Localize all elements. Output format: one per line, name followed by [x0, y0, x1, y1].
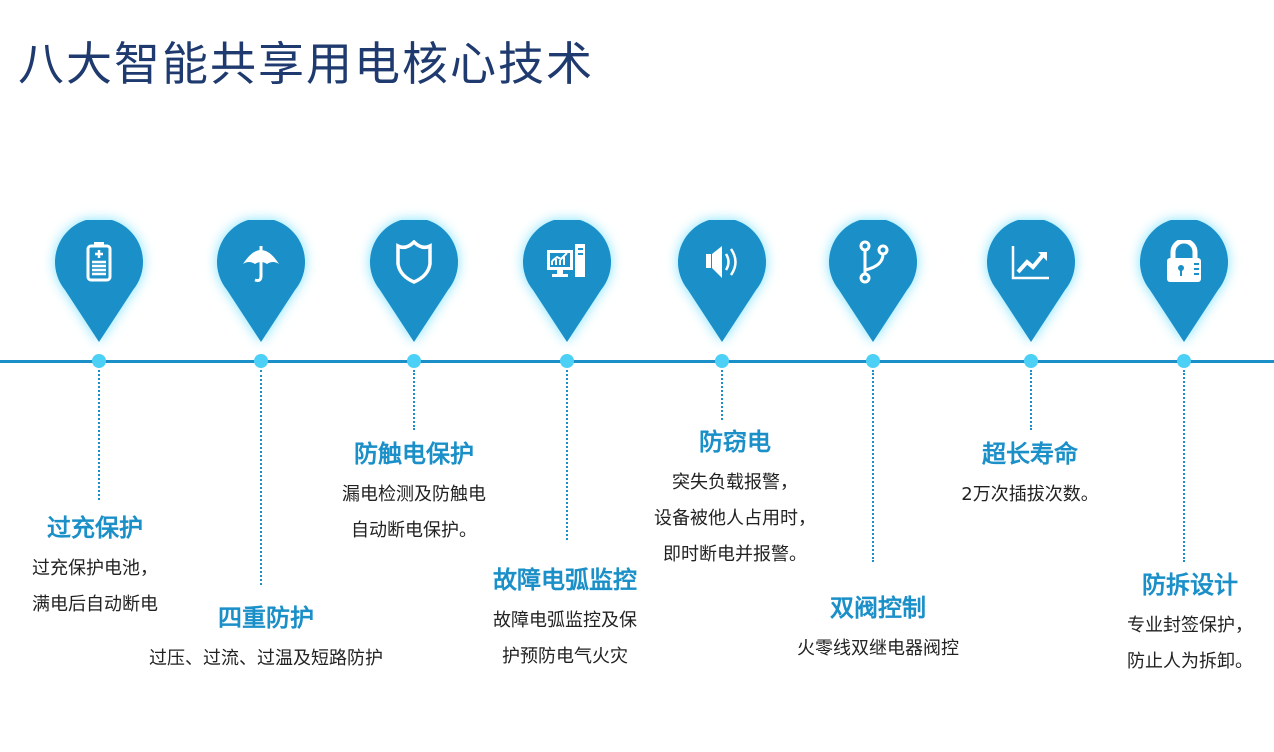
map-pin-marker	[1140, 220, 1228, 342]
feature-label: 防窃电突失负载报警， 设备被他人占用时， 即时断电并报警。	[654, 422, 816, 573]
feature-description: 护预防电气火灾	[502, 646, 628, 667]
feature-description: 自动断电保护。	[351, 520, 477, 541]
timeline-dot	[1024, 354, 1038, 368]
feature-description: 过充保护电池，	[32, 558, 158, 579]
connector-line	[260, 370, 262, 585]
connector-line	[98, 370, 100, 500]
feature-label: 四重防护过压、过流、过温及短路防护	[149, 598, 383, 677]
page-title: 八大智能共享用电核心技术	[18, 37, 594, 91]
map-pin-marker	[829, 220, 917, 342]
connector-line	[1183, 370, 1185, 562]
feature-title: 超长寿命	[981, 440, 1078, 468]
branch-icon	[859, 240, 889, 284]
lock-icon	[1167, 240, 1201, 282]
connector-line	[1030, 370, 1032, 430]
connector-line	[721, 370, 723, 420]
timeline-dot	[254, 354, 268, 368]
feature-label: 防拆设计专业封签保护， 防止人为拆卸。	[1127, 565, 1253, 680]
timeline-dot	[866, 354, 880, 368]
speaker-icon	[706, 246, 737, 278]
feature-title: 故障电弧监控	[493, 566, 637, 594]
timeline-dot	[1177, 354, 1191, 368]
timeline-dot	[407, 354, 421, 368]
feature-title: 防窃电	[699, 428, 771, 456]
feature-description: 专业封签保护，	[1127, 615, 1253, 636]
feature-description: 设备被他人占用时，	[654, 508, 816, 529]
feature-description: 突失负载报警，	[672, 472, 798, 493]
shield-icon	[396, 240, 432, 284]
connector-line	[413, 370, 415, 430]
feature-label: 双阀控制火零线双继电器阀控	[797, 588, 959, 667]
feature-label: 防触电保护漏电检测及防触电自动断电保护。	[342, 434, 486, 549]
feature-description: 满电后自动断电	[32, 594, 158, 615]
feature-description: 漏电检测及防触电	[342, 484, 486, 505]
feature-description: 即时断电并报警。	[663, 544, 807, 565]
map-pin-marker	[55, 220, 143, 342]
map-pin-marker	[987, 220, 1075, 342]
map-pin-marker	[217, 220, 305, 342]
timeline-dot	[715, 354, 729, 368]
feature-description: 防止人为拆卸。	[1127, 651, 1253, 672]
computer-chart-icon	[547, 244, 585, 277]
feature-title: 防触电保护	[354, 440, 474, 468]
feature-title: 防拆设计	[1142, 571, 1238, 599]
feature-description: 故障电弧监控及保	[493, 610, 637, 631]
feature-title: 双阀控制	[830, 594, 926, 622]
feature-label: 故障电弧监控故障电弧监控及保护预防电气火灾	[493, 560, 637, 675]
feature-label: 超长寿命 2万次插拔次数。	[961, 434, 1098, 513]
timeline-axis	[0, 360, 1274, 363]
feature-title: 四重防护	[218, 604, 314, 632]
feature-description: 过压、过流、过温及短路防护	[149, 648, 383, 669]
map-pin-marker	[523, 220, 611, 342]
feature-description: 火零线双继电器阀控	[797, 638, 959, 659]
feature-label: 过充保护过充保护电池， 满电后自动断电	[32, 508, 158, 623]
connector-line	[872, 370, 874, 562]
umbrella-icon	[243, 246, 279, 282]
timeline-dot	[560, 354, 574, 368]
feature-description: 2万次插拔次数。	[961, 484, 1099, 505]
map-pin-marker	[678, 220, 766, 342]
feature-title: 过充保护	[47, 514, 143, 542]
map-pin-marker	[370, 220, 458, 342]
timeline-dot	[92, 354, 106, 368]
connector-line	[566, 370, 568, 540]
battery-icon	[86, 242, 112, 282]
trend-up-icon	[1011, 246, 1049, 280]
